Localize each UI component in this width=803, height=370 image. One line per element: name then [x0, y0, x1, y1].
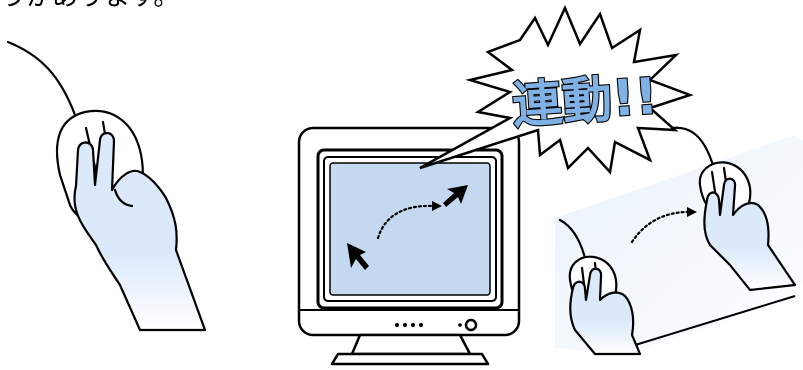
left-hand-mouse-icon	[8, 42, 205, 330]
burst-text: 連動!!	[510, 67, 659, 135]
monitor-icon	[299, 128, 519, 364]
speech-burst-icon: 連動!!	[420, 8, 690, 172]
